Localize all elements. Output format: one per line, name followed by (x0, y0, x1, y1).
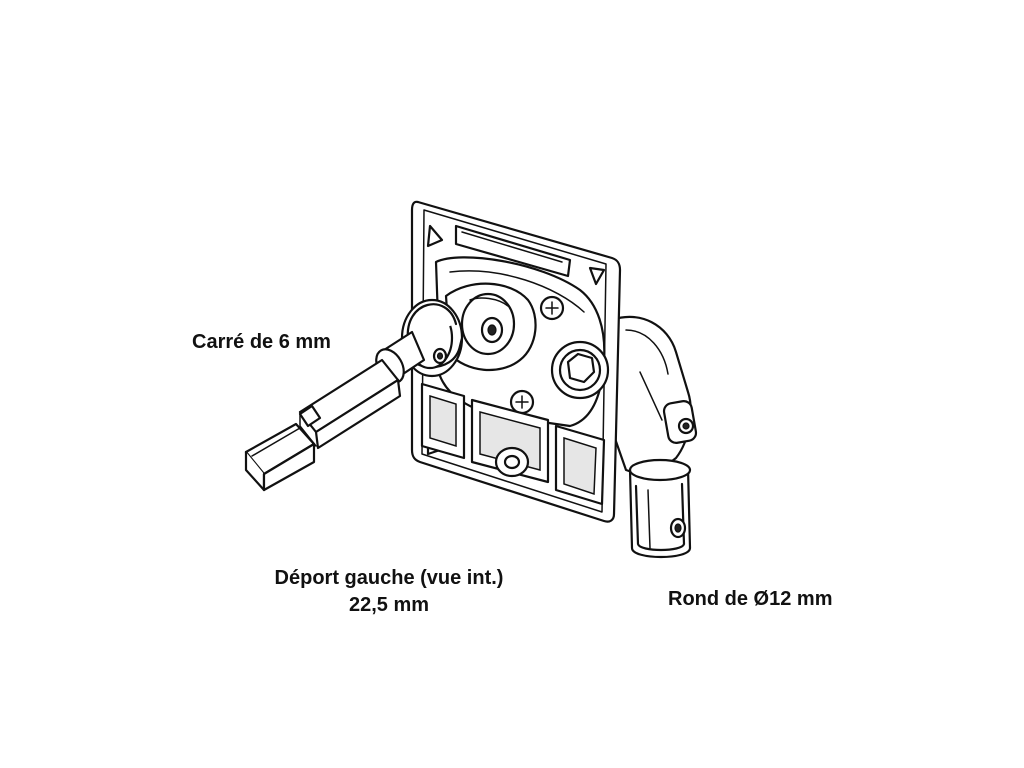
right-elbow-housing (610, 315, 698, 480)
square-shaft (244, 358, 402, 492)
round-shaft (628, 458, 692, 559)
round-shaft-label: Rond de Ø12 mm (668, 588, 833, 610)
offset-label: Déport gauche (vue int.) 22,5 mm (258, 565, 520, 619)
square-shaft-label: Carré de 6 mm (192, 331, 331, 353)
offset-label-line2: 22,5 mm (348, 594, 430, 616)
offset-label-line1: Déport gauche (vue int.) (274, 567, 504, 589)
plate-bays (420, 382, 606, 506)
universal-joint (444, 282, 537, 372)
